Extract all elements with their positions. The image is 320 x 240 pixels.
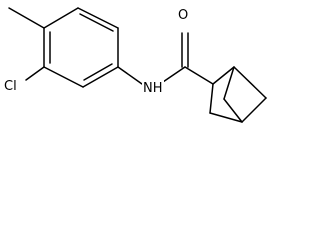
nitrogen-atom-label: NH [143, 81, 163, 96]
bicycle-bond-4 [209, 112, 243, 123]
chlorine-atom-label: Cl [4, 79, 17, 94]
norbornane-bicycle [209, 66, 267, 123]
methyl-bond [8, 7, 45, 29]
bicycle-bond-1 [212, 66, 235, 85]
carbonyl-to-bicycle-bond [184, 66, 214, 85]
ring-bond-2 [77, 7, 119, 29]
aromatic-ring [43, 7, 119, 88]
oxygen-atom-label: O [178, 8, 188, 23]
bicycle-bridge-2 [223, 98, 243, 123]
chloro-bond [25, 66, 45, 81]
ring-bond-2-inner [79, 13, 114, 32]
bicycle-bridge-1 [223, 66, 235, 100]
nitrogen-to-carbonyl-bond [159, 66, 186, 85]
ring-bond-4 [82, 66, 119, 88]
bicycle-bond-5 [209, 83, 214, 114]
ring-bond-4-inner [83, 63, 113, 81]
ring-to-nitrogen-bond [117, 66, 143, 85]
molecule-structure-diagram: O NH Cl [3, 6, 267, 123]
bicycle-bond-3 [241, 97, 267, 123]
ring-bond-5 [43, 66, 84, 88]
ring-bond-1 [43, 7, 79, 29]
bicycle-bond-2 [233, 66, 267, 99]
